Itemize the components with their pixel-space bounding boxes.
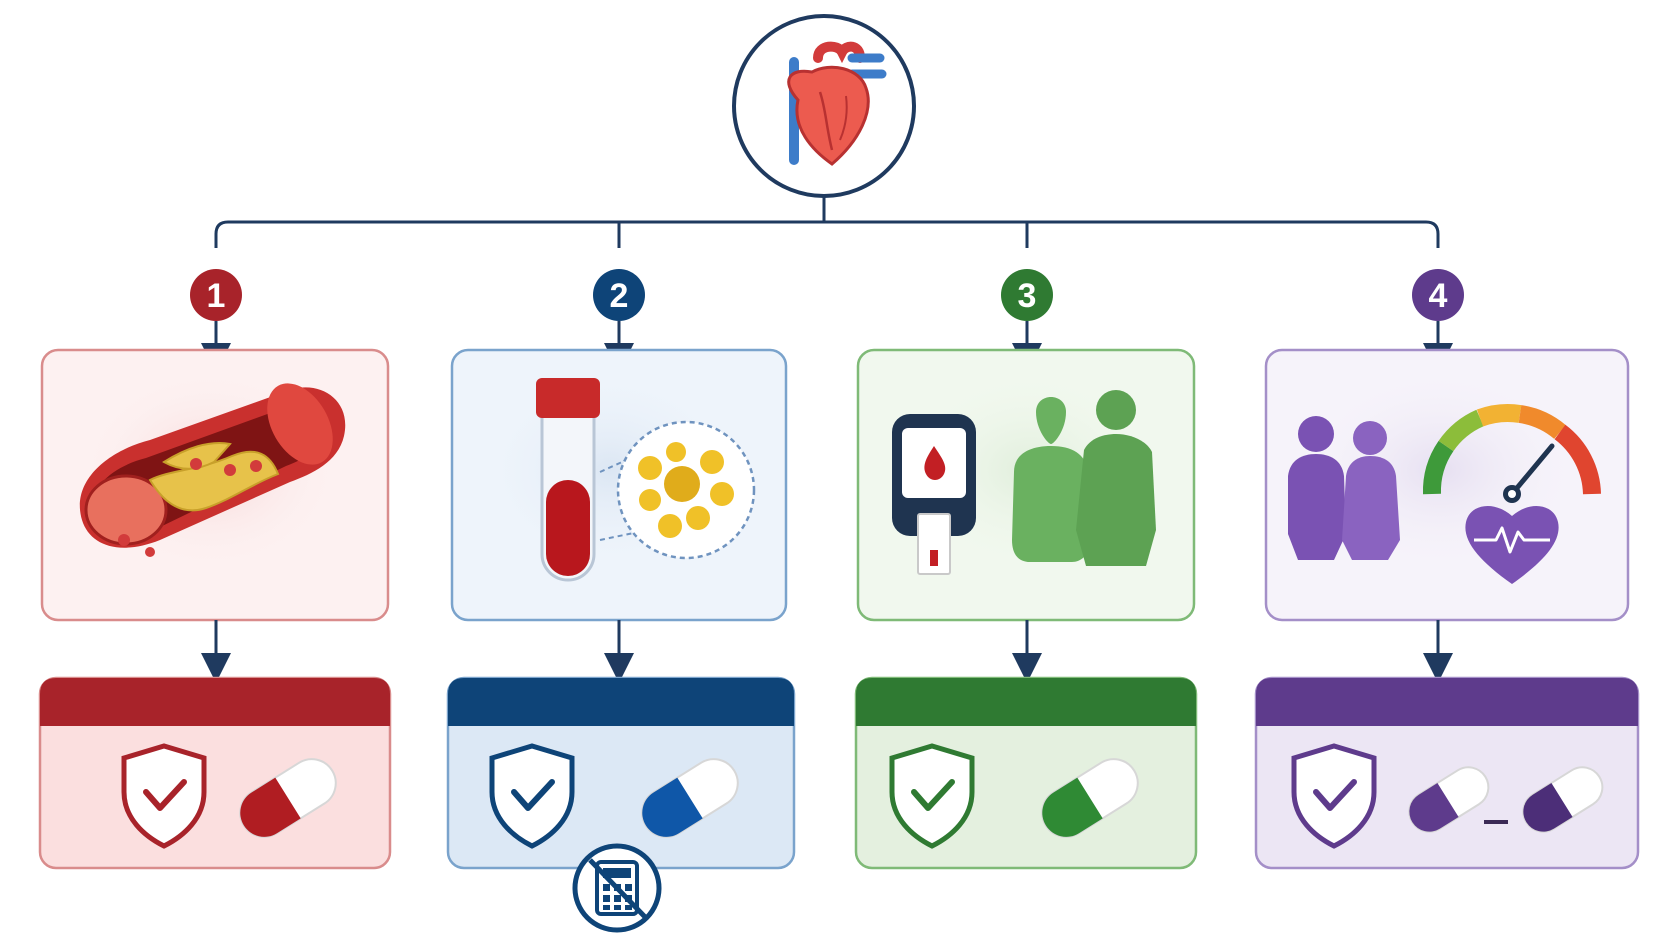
number-badge-1 <box>190 269 242 321</box>
root-node <box>732 14 916 198</box>
capsule-icon <box>1041 758 1139 838</box>
number-label-3: 3 <box>1018 277 1037 315</box>
number-badge-4 <box>1412 269 1464 321</box>
branch-3: 3 <box>854 269 1198 870</box>
blood-tube-lipid-icon <box>480 370 756 582</box>
number-badge-2 <box>593 269 645 321</box>
no-calculator-icon <box>572 843 662 933</box>
capsule-icon <box>1408 766 1490 833</box>
branch-4: 4 <box>1254 269 1640 870</box>
outcome-header-3 <box>856 678 1196 726</box>
outcome-header-4 <box>1256 678 1638 726</box>
shield-check-icon <box>121 743 207 849</box>
capsule-icon <box>641 758 739 838</box>
shield-check-icon <box>489 743 575 849</box>
branch-1: 1 <box>38 269 392 870</box>
capsule-icon <box>239 758 337 838</box>
glucometer-people-icon <box>892 370 1160 575</box>
people-gauge-heart-icon <box>1288 370 1601 584</box>
gauge <box>1422 404 1601 495</box>
number-label-1: 1 <box>207 277 226 315</box>
heart-icon <box>787 41 887 166</box>
shield-check-icon <box>1291 743 1377 849</box>
number-label-2: 2 <box>610 277 629 315</box>
branch-2: 2 <box>446 269 796 933</box>
shield-check-icon <box>889 743 975 849</box>
connector-tree <box>214 196 1440 248</box>
capsule-icon <box>1522 766 1604 833</box>
number-label-4: 4 <box>1429 277 1448 315</box>
number-badge-3 <box>1001 269 1053 321</box>
artery-plaque-icon <box>79 370 346 570</box>
outcome-header-2 <box>448 678 794 726</box>
outcome-header-1 <box>40 678 390 726</box>
